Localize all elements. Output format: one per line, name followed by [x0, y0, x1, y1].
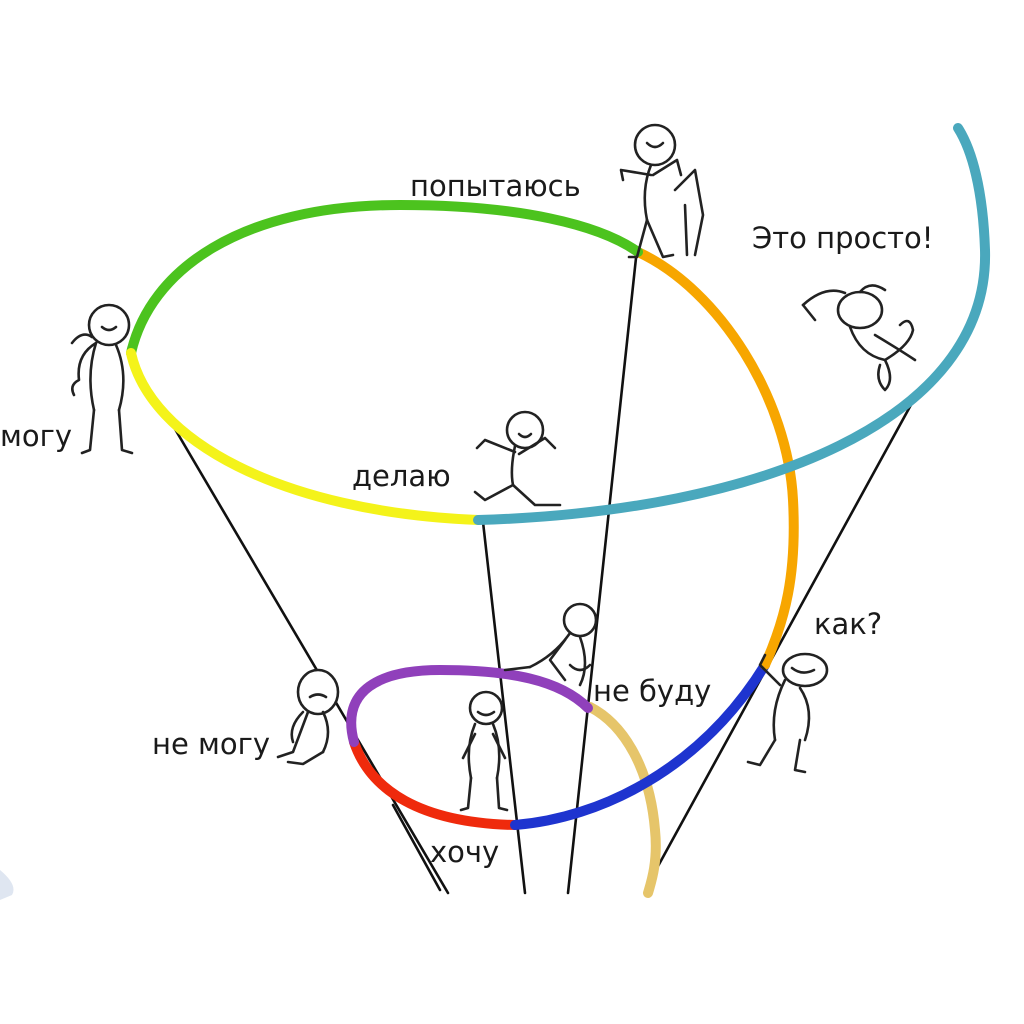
spiral-arcs	[126, 123, 991, 898]
stick-figure-standing-icon	[70, 303, 134, 455]
label-how: как?	[814, 607, 882, 641]
label-want: хочу	[430, 835, 499, 869]
stick-figure-questioning-icon	[746, 652, 829, 774]
arc-purple	[346, 664, 593, 747]
label-doing: делаю	[352, 459, 451, 493]
stick-figure-running-icon	[473, 410, 562, 507]
stick-figure-wanting-icon	[459, 690, 509, 812]
arc-green	[126, 199, 643, 358]
stick-figure-refusing-icon	[503, 602, 598, 687]
arc-yellow	[126, 348, 483, 525]
guide-line-5	[391, 803, 442, 892]
arc-orange	[633, 247, 799, 670]
guide-line-1	[163, 410, 450, 895]
label-easy: Это просто!	[752, 221, 933, 255]
label-cant: не могу	[152, 727, 270, 761]
guide-lines	[163, 256, 920, 895]
arc-blue	[510, 660, 770, 830]
stick-figure-sad-icon	[276, 668, 340, 766]
arc-teal	[473, 123, 991, 525]
label-can: могу	[0, 419, 72, 453]
stick-figure-jumping-icon	[801, 284, 917, 392]
label-try: попытаюсь	[410, 169, 581, 203]
arc-tan	[585, 702, 661, 898]
guide-line-3	[566, 256, 638, 895]
guide-line-2	[481, 520, 527, 895]
corner-shade	[0, 870, 14, 900]
label-wont: не буду	[593, 674, 711, 708]
guide-line-4	[655, 390, 920, 870]
arc-red	[349, 737, 520, 830]
stick-figure-trying-icon	[619, 123, 705, 259]
